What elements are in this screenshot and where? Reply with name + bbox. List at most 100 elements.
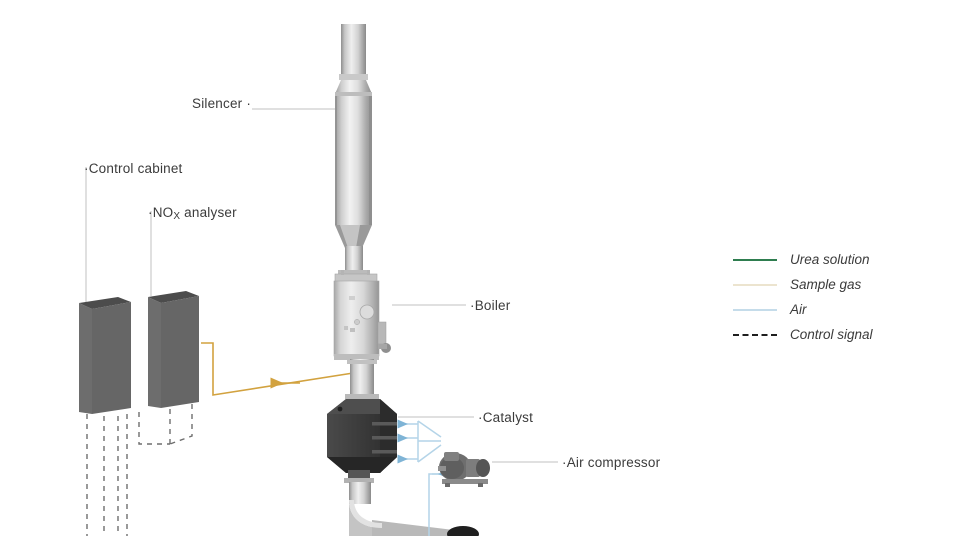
label-nox-analyser-suffix: analyser — [180, 205, 237, 220]
legend-swatch-air — [733, 308, 777, 311]
boiler-shell — [333, 280, 380, 357]
boiler-vessel[interactable] — [333, 270, 391, 399]
legend-label-control-signal: Control signal — [790, 327, 873, 342]
label-boiler: ·Boiler — [470, 298, 510, 313]
label-silencer: Silencer · — [192, 96, 251, 111]
label-silencer-marker: · — [246, 96, 252, 111]
boiler-port-small — [354, 319, 360, 325]
leader-lines — [85, 108, 558, 463]
legend-item-urea-solution: Urea solution — [733, 247, 953, 272]
legend-item-control-signal: Control signal — [733, 322, 953, 347]
boiler-top-stud-left — [341, 270, 344, 275]
elbow-horizontal-run — [372, 520, 470, 536]
compressor-inlet-port — [438, 466, 446, 471]
elbow-vertical-pipe — [349, 482, 371, 504]
air-line-bottom — [417, 444, 442, 463]
elbow-highlight — [349, 500, 382, 528]
boiler-outlet-pipe — [350, 359, 374, 397]
control-signal-lines — [86, 404, 193, 536]
boiler-detail-a — [344, 326, 348, 330]
silencer-body-edge-left — [335, 96, 337, 225]
label-control-cabinet: ·Control cabinet — [84, 161, 183, 176]
air-lines — [397, 419, 452, 536]
label-catalyst: ·Catalyst — [478, 410, 533, 425]
cabinet-front-face — [79, 303, 92, 414]
label-control-cabinet-marker: · — [84, 161, 89, 176]
legend-label-sample-gas: Sample gas — [790, 277, 862, 292]
analyser-front-face — [148, 297, 161, 408]
label-catalyst-text: Catalyst — [482, 410, 534, 425]
exhaust-elbow-pipe[interactable] — [349, 482, 479, 536]
cabinet-top-face — [79, 297, 131, 309]
boiler-nameplate — [349, 296, 355, 300]
legend: Urea solution Sample gas Air Control sig… — [733, 247, 953, 347]
compressor-motor-shade — [440, 457, 464, 479]
legend-item-air: Air — [733, 297, 953, 322]
boiler-outlet-flange-top — [347, 360, 377, 364]
label-air-compressor: ·Air compressor — [562, 455, 660, 470]
label-catalyst-marker: · — [478, 410, 483, 425]
boiler-side-nozzle — [378, 344, 387, 349]
catalyst-bottom-flange — [344, 478, 374, 483]
catalyst-inlet-1 — [372, 422, 397, 426]
silencer-bottom-flange — [338, 270, 370, 275]
compressor-flywheel — [476, 459, 490, 477]
catalyst-inlet-2 — [372, 436, 397, 440]
catalyst-housing[interactable] — [327, 399, 397, 483]
elbow-bend — [349, 500, 382, 536]
silencer-upper-cone — [335, 80, 372, 94]
sample-gas-line — [201, 342, 367, 396]
compressor-foot-left — [445, 483, 450, 487]
legend-swatch-urea-solution — [733, 258, 777, 261]
legend-label-urea-solution: Urea solution — [790, 252, 870, 267]
nox-analyser-unit[interactable] — [148, 291, 199, 408]
label-nox-analyser-marker: · — [148, 205, 153, 220]
boiler-outlet-flange-bottom — [345, 394, 379, 399]
analyser-side-face — [161, 296, 199, 408]
pipe-end-cap — [447, 526, 479, 536]
legend-item-sample-gas: Sample gas — [733, 272, 953, 297]
label-air-compressor-marker: · — [562, 455, 567, 470]
analyser-top-face — [148, 291, 199, 303]
control-signal-7 — [169, 404, 193, 445]
label-boiler-text: Boiler — [474, 298, 511, 313]
catalyst-top-facet — [327, 399, 397, 414]
label-nox-analyser-subscript: X — [173, 211, 181, 222]
air-compressor-unit[interactable] — [438, 452, 490, 487]
air-line-top — [417, 420, 442, 438]
boiler-top-stud-right — [367, 270, 370, 275]
legend-swatch-control-signal — [733, 333, 777, 336]
compressor-foot-right — [478, 483, 483, 487]
silencer-body — [335, 96, 372, 225]
catalyst-top-port — [337, 406, 343, 412]
legend-label-air: Air — [790, 302, 807, 317]
label-control-cabinet-text: Control cabinet — [88, 161, 183, 176]
label-boiler-marker: · — [470, 298, 475, 313]
compressor-base-frame — [442, 479, 488, 484]
silencer-body-edge-right — [369, 96, 372, 225]
control-cabinet-unit[interactable] — [79, 297, 131, 414]
label-nox-analyser-text: NO — [152, 205, 174, 220]
silencer-neck-band — [335, 92, 372, 97]
catalyst-bottom-neck — [348, 470, 370, 480]
boiler-detail-b — [350, 328, 355, 332]
compressor-head — [444, 452, 459, 461]
silencer-top-pipe — [341, 24, 366, 76]
silencer-stack[interactable] — [335, 24, 372, 275]
silencer-top-collar — [339, 74, 368, 80]
catalyst-inlet-3 — [372, 450, 397, 454]
catalyst-body — [327, 399, 397, 473]
compressor-pump-block — [466, 459, 480, 477]
boiler-side-box — [377, 321, 387, 345]
label-air-compressor-text: Air compressor — [566, 455, 661, 470]
control-signal-5 — [138, 412, 170, 445]
label-nox-analyser: ·NOX analyser — [148, 205, 237, 222]
boiler-manhole — [359, 304, 375, 320]
label-silencer-text: Silencer — [192, 96, 243, 111]
silencer-bottom-pipe — [345, 246, 363, 272]
silencer-lower-cone-hl — [340, 225, 360, 248]
boiler-bottom-flange — [334, 354, 379, 360]
legend-swatch-sample-gas — [733, 283, 777, 286]
